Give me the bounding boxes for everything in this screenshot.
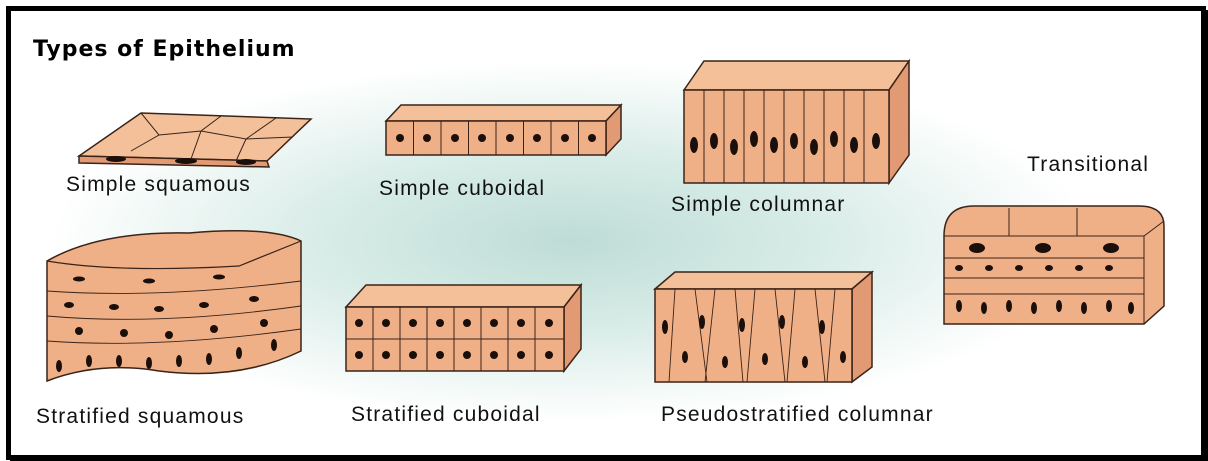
stratified-squamous-illustration [39,221,309,401]
pseudostratified-columnar-illustration [647,267,877,392]
simple-squamous-illustration [71,101,321,176]
diagram-frame: Types of Epithelium Simple squamous Simp… [6,6,1206,460]
label-simple-squamous: Simple squamous [66,173,251,197]
stratified-cuboidal-illustration [336,279,586,379]
transitional-illustration [939,196,1169,336]
label-stratified-cuboidal: Stratified cuboidal [351,403,541,427]
simple-cuboidal-illustration [376,99,626,174]
label-transitional: Transitional [1027,153,1149,177]
label-stratified-squamous: Stratified squamous [36,405,244,429]
simple-columnar-illustration [679,55,919,195]
label-simple-columnar: Simple columnar [671,193,845,217]
label-simple-cuboidal: Simple cuboidal [379,177,545,201]
label-pseudostratified-columnar: Pseudostratified columnar [661,403,934,427]
diagram-title: Types of Epithelium [33,37,296,62]
